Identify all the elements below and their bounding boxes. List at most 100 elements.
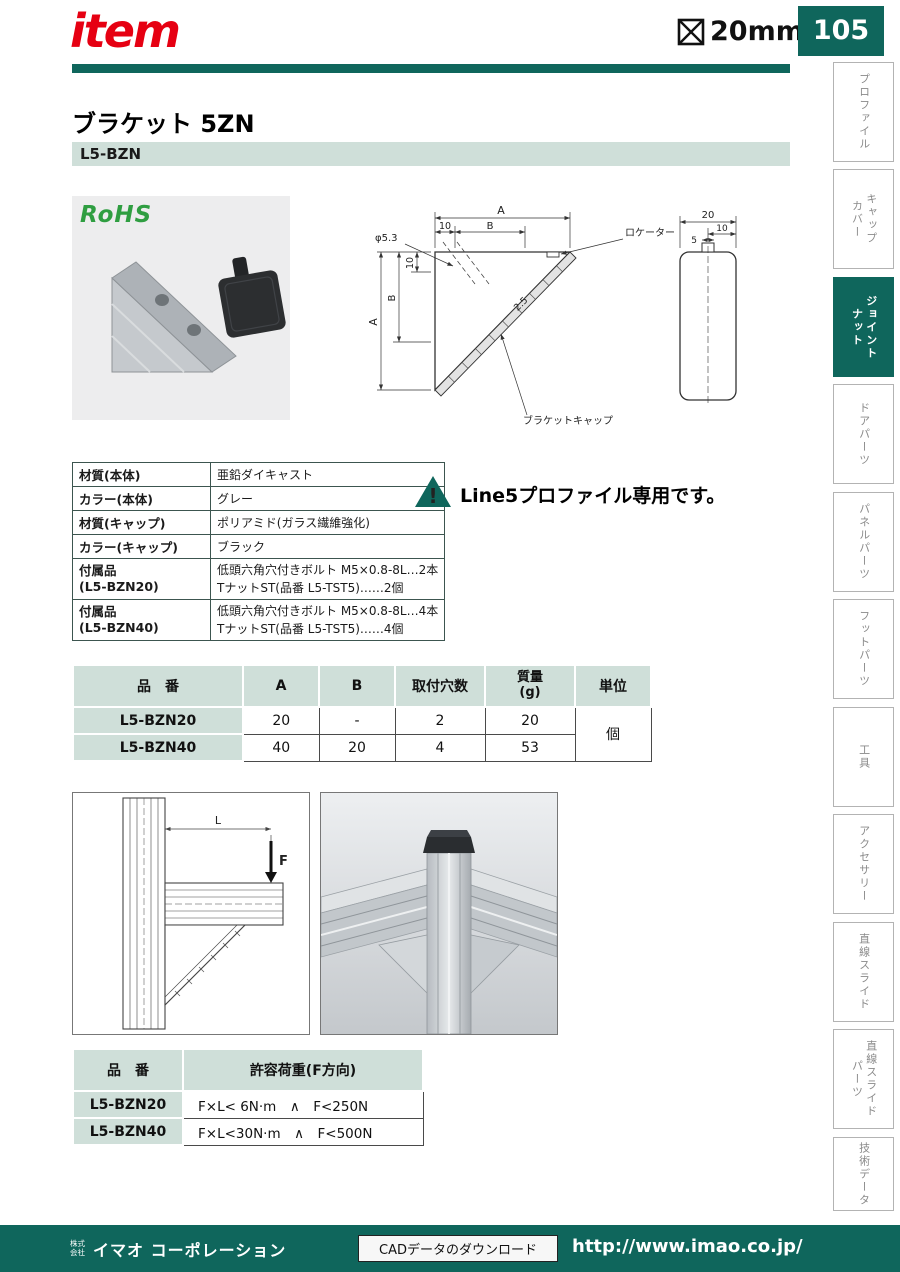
spec-header-a: A — [242, 664, 320, 708]
sidebar-tab-label: 技術データ — [857, 1141, 871, 1207]
spec-cell-holes: 2 — [394, 706, 486, 735]
profile-cross-section-icon — [677, 18, 705, 45]
table-row: L5-BZN20 F×L< 6N·m ∧ F<250N — [72, 1090, 424, 1119]
sidebar-tab-cap-cover[interactable]: キャップ カバー — [833, 169, 894, 269]
materials-value: 低頭六角穴付きボルト M5×0.8-8L…4本 TナットST(品番 L5-TST… — [209, 599, 446, 641]
sidebar-tab-label: 工具 — [857, 744, 871, 770]
sidebar-tab-tools[interactable]: 工具 — [833, 707, 894, 807]
part-number-cell: L5-BZN20 — [72, 706, 244, 735]
materials-value: 亜鉛ダイキャスト — [209, 462, 446, 487]
sidebar-tab-label: パネルパーツ — [857, 503, 871, 581]
spec-cell-b: 20 — [318, 733, 396, 762]
sidebar-tab-label: ジョイント ナット — [850, 294, 878, 360]
spec-cell-unit: 個 — [574, 706, 652, 762]
website-url-link[interactable]: http://www.imao.co.jp/ — [572, 1236, 803, 1257]
dim-label-a-left: A — [367, 318, 380, 326]
sidebar-tab-label: フットパーツ — [857, 610, 871, 688]
spec-table: 品 番 A B 取付穴数 質量 (g) 単位 L5-BZN20 20 - 2 2… — [72, 664, 652, 762]
sidebar-tab-door-parts[interactable]: ドアパーツ — [833, 384, 894, 484]
spec-header-part: 品 番 — [72, 664, 244, 708]
brand-logo: item — [70, 4, 181, 58]
rohs-logo: RoHS — [80, 202, 153, 228]
product-photo: RoHS — [72, 196, 290, 420]
sidebar-tab-label: 直線スライド — [857, 933, 871, 1011]
spec-cell-a: 20 — [242, 706, 320, 735]
part-number-cell: L5-BZN20 — [72, 1090, 184, 1119]
profile-size: 20mm — [676, 16, 804, 47]
company-name: イマオ コーポレーション — [93, 1240, 287, 1260]
dim-label-10-top: 10 — [439, 221, 451, 232]
load-table: 品 番 許容荷重(F方向) L5-BZN20 F×L< 6N·m ∧ F<250… — [72, 1048, 424, 1146]
spec-cell-mass: 20 — [484, 706, 576, 735]
table-row: 付属品 (L5-BZN40) 低頭六角穴付きボルト M5×0.8-8L…4本 T… — [72, 599, 446, 641]
dim-label-5: 5 — [691, 236, 697, 246]
sidebar-tab-technical-data[interactable]: 技術データ — [833, 1137, 894, 1211]
table-row: カラー(本体) グレー — [72, 486, 446, 511]
materials-label-line: (L5-BZN40) — [79, 620, 159, 635]
sidebar-tab-linear-slide-parts[interactable]: 直線スライド パーツ — [833, 1029, 894, 1129]
materials-label: カラー(本体) — [72, 486, 211, 511]
table-row: 材質(キャップ) ポリアミド(ガラス繊維強化) — [72, 510, 446, 535]
materials-label: 材質(本体) — [72, 462, 211, 487]
table-row: カラー(キャップ) ブラック — [72, 534, 446, 559]
table-row: L5-BZN40 F×L<30N·m ∧ F<500N — [72, 1117, 424, 1146]
spec-cell-b: - — [318, 706, 396, 735]
materials-value: 低頭六角穴付きボルト M5×0.8-8L…2本 TナットST(品番 L5-TST… — [209, 558, 446, 600]
dim-label-force: F — [279, 854, 288, 869]
spec-cell-a: 40 — [242, 733, 320, 762]
warning-icon: ! — [415, 476, 451, 508]
spec-cell-mass: 53 — [484, 733, 576, 762]
table-row: L5-BZN20 20 - 2 20 個 — [72, 706, 652, 762]
sidebar-tab-panel-parts[interactable]: パネルパーツ — [833, 492, 894, 592]
materials-value-line: 低頭六角穴付きボルト M5×0.8-8L…2本 — [217, 563, 439, 577]
dim-label-a-top: A — [497, 204, 505, 217]
sidebar-tab-label: アクセサリー — [857, 825, 871, 903]
materials-label-line: 付属品 — [79, 562, 117, 578]
materials-label-line: 付属品 — [79, 603, 117, 619]
materials-label-line: (L5-BZN20) — [79, 579, 159, 594]
materials-value: グレー — [209, 486, 446, 511]
dim-label-hole-dia: φ5.3 — [375, 233, 398, 244]
spec-header-b: B — [318, 664, 396, 708]
label-locator: ロケーター — [625, 227, 675, 239]
page-title: ブラケット 5ZN — [72, 110, 255, 138]
table-row: 付属品 (L5-BZN20) 低頭六角穴付きボルト M5×0.8-8L…2本 T… — [72, 558, 446, 600]
company-prefix: 株式会社 — [70, 1238, 85, 1257]
dim-label-10-side: 10 — [716, 224, 728, 234]
materials-label: 材質(キャップ) — [72, 510, 211, 535]
spec-header-mass-line: (g) — [519, 685, 541, 700]
load-header-load: 許容荷重(F方向) — [182, 1048, 424, 1092]
load-value-cell: F×L<30N·m ∧ F<500N — [182, 1117, 424, 1146]
spec-header-mass-line: 質量 — [516, 670, 543, 686]
sidebar-tab-label: キャップ カバー — [850, 193, 878, 245]
sidebar-tab-label: プロファイル — [857, 73, 871, 151]
cad-download-button[interactable]: CADデータのダウンロード — [358, 1235, 558, 1262]
materials-value: ブラック — [209, 534, 446, 559]
dim-label-b-top: B — [487, 221, 494, 232]
svg-text:!: ! — [428, 484, 437, 508]
header-rule — [72, 64, 790, 73]
sidebar-tab-foot-parts[interactable]: フットパーツ — [833, 599, 894, 699]
company-logo: 株式会社 イマオ コーポレーション — [70, 1237, 286, 1261]
materials-table: 材質(本体) 亜鉛ダイキャスト カラー(本体) グレー 材質(キャップ) ポリア… — [72, 462, 446, 641]
model-number: L5-BZN — [80, 145, 142, 163]
model-bar: L5-BZN — [72, 142, 790, 166]
spec-table-header-row: 品 番 A B 取付穴数 質量 (g) 単位 — [72, 664, 652, 708]
materials-value-line: 低頭六角穴付きボルト M5×0.8-8L…4本 — [217, 604, 439, 618]
product-photo-image — [111, 256, 286, 373]
spec-header-holes: 取付穴数 — [394, 664, 486, 708]
sidebar-tab-joint-nut[interactable]: ジョイント ナット — [833, 277, 894, 377]
sidebar-tab-profile[interactable]: プロファイル — [833, 62, 894, 162]
sidebar-tab-accessories[interactable]: アクセサリー — [833, 814, 894, 914]
footer: 株式会社 イマオ コーポレーション CADデータのダウンロード http://w… — [0, 1225, 900, 1272]
materials-label: 付属品 (L5-BZN40) — [72, 599, 211, 641]
dim-label-20: 20 — [702, 210, 715, 221]
load-table-header-row: 品 番 許容荷重(F方向) — [72, 1048, 424, 1092]
dim-label-length: L — [215, 814, 222, 827]
page-number: 105 — [798, 6, 884, 56]
sidebar-tab-linear-slide[interactable]: 直線スライド — [833, 922, 894, 1022]
table-row: L5-BZN40 40 20 4 53 — [72, 733, 651, 762]
part-number-cell: L5-BZN40 — [72, 733, 244, 762]
materials-value-line: TナットST(品番 L5-TST5)……2個 — [217, 581, 404, 595]
